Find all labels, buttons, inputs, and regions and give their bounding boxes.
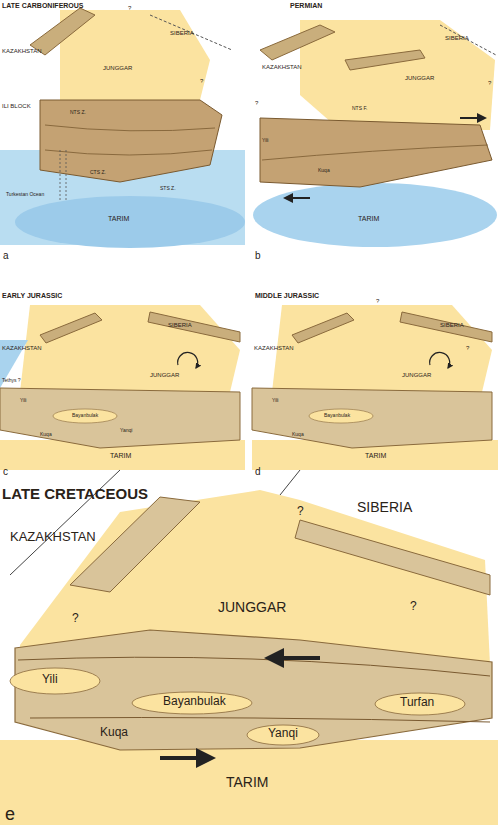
map-label: ? xyxy=(466,345,469,352)
map-label: JUNGGAR xyxy=(402,372,431,379)
map-label: e xyxy=(5,805,15,825)
map-label: LATE CARBONIFEROUS xyxy=(2,2,84,10)
map-label: KAZAKHSTAN xyxy=(2,48,42,55)
map-label: SIBERIA xyxy=(168,322,192,329)
panel-d xyxy=(252,305,498,470)
map-label: TARIM xyxy=(108,215,129,223)
map-label: b xyxy=(255,250,261,261)
map-label: JUNGGAR xyxy=(218,600,286,615)
map-label: Bayanbulak xyxy=(324,413,350,419)
panel-c xyxy=(0,305,245,470)
map-label: d xyxy=(255,466,261,477)
map-label: ? xyxy=(255,100,258,107)
map-label: KAZAKHSTAN xyxy=(10,530,96,544)
map-label: Bayanbulak xyxy=(163,695,226,708)
map-label: KAZAKHSTAN xyxy=(254,345,294,352)
map-label: Yili xyxy=(20,398,26,404)
map-label: NTS F. xyxy=(352,106,367,112)
map-label: KAZAKHSTAN xyxy=(262,64,302,71)
map-label: Kuqa xyxy=(40,432,52,438)
map-label: STS Z. xyxy=(160,186,176,192)
map-label: Yili xyxy=(262,138,268,144)
map-label: EARLY JURASSIC xyxy=(2,292,62,300)
map-label: Yanqi xyxy=(120,428,132,434)
map-label: a xyxy=(3,250,9,261)
map-label: SIBERIA xyxy=(357,500,412,515)
map-label: Yili xyxy=(272,398,278,404)
map-label: Turkestan Ocean xyxy=(6,192,44,198)
map-label: PERMIAN xyxy=(290,2,322,10)
map-label: ? xyxy=(128,5,131,12)
map-label: TARIM xyxy=(226,775,269,790)
map-label: SIBERIA xyxy=(170,30,194,37)
map-label: NTS Z. xyxy=(70,110,86,116)
map-label: ? xyxy=(376,298,379,305)
map-label: Yili xyxy=(42,673,58,686)
map-label: CTS Z. xyxy=(90,170,106,176)
map-label: KAZAKHSTAN xyxy=(2,345,42,352)
map-label: ? xyxy=(297,505,304,518)
map-label: ? xyxy=(410,600,417,613)
map-label: Bayanbulak xyxy=(72,413,98,419)
map-label: JUNGGAR xyxy=(405,75,434,82)
panel-e xyxy=(0,470,498,825)
map-label: TARIM xyxy=(358,215,379,223)
map-label: Turfan xyxy=(400,696,434,709)
map-label: TARIM xyxy=(365,452,386,460)
map-label: ? xyxy=(72,612,79,625)
map-label: SIBERIA xyxy=(440,322,464,329)
map-label: LATE CRETACEOUS xyxy=(2,486,148,503)
map-label: MIDDLE JURASSIC xyxy=(255,292,319,300)
map-label: Tethys ? xyxy=(2,378,21,384)
map-label: JUNGGAR xyxy=(103,65,132,72)
map-label: Kuqa xyxy=(318,168,330,174)
map-label: Yanqi xyxy=(268,727,298,740)
map-label: ? xyxy=(200,78,203,85)
map-label: JUNGGAR xyxy=(150,372,179,379)
map-label: TARIM xyxy=(110,452,131,460)
map-label: SIBERIA xyxy=(445,35,469,42)
map-label: ? xyxy=(488,80,491,87)
panel-a xyxy=(0,8,245,248)
map-label: c xyxy=(3,466,8,477)
map-label: Kuqa xyxy=(100,726,128,739)
map-label: Kuqa xyxy=(292,432,304,438)
map-label: ILI BLOCK xyxy=(2,103,31,110)
panel-b xyxy=(253,20,497,247)
